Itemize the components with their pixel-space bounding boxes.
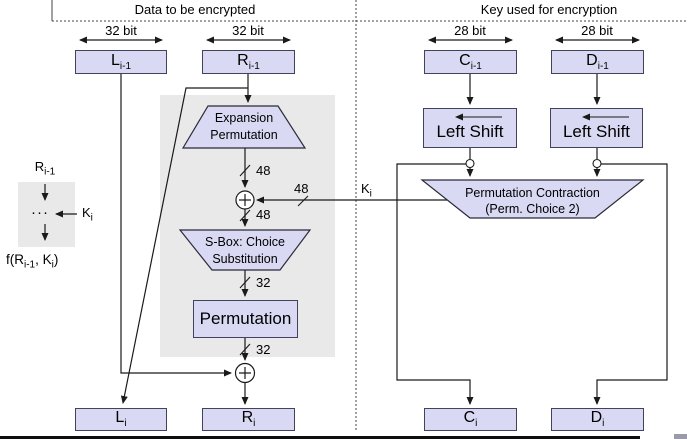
register-r-next-label: R <box>241 409 254 427</box>
left-shift-box-2: Left Shift <box>550 108 643 148</box>
bus-label-32-sbox: 32 <box>256 275 271 290</box>
register-d-next-sub: i <box>602 418 605 430</box>
legend-dots: ··· <box>31 204 49 221</box>
register-r-next-sub: i <box>253 418 256 430</box>
register-d-next: Di <box>551 408 644 431</box>
bus-label-48-key: 48 <box>294 181 309 196</box>
subkey-main: K <box>361 181 370 196</box>
subkey-label: Ki <box>361 181 372 200</box>
register-r-prev-label: R <box>237 51 249 69</box>
register-d-next-label: D <box>590 409 603 427</box>
register-l-prev: Li-1 <box>75 50 167 74</box>
register-c-next: Ci <box>424 408 517 431</box>
register-d-prev-label: D <box>586 51 598 69</box>
register-r-prev-sub: i-1 <box>248 61 260 73</box>
left-shift-box-1: Left Shift <box>423 108 517 148</box>
register-l-next-sub: i <box>124 418 127 430</box>
legend-f-p3: i <box>51 259 54 271</box>
bit-width-label-r: 32 bit <box>232 23 264 38</box>
legend-input-main: R <box>34 159 45 174</box>
branch-nodes <box>465 158 602 169</box>
sbox-line1: S-Box: Choice <box>205 235 285 249</box>
legend-key-main: K <box>82 205 91 220</box>
bus-label-32-perm: 32 <box>256 342 271 357</box>
register-l-next: Li <box>75 408 167 431</box>
register-c-prev-sub: i-1 <box>470 61 482 73</box>
perm-contraction-line1: Permutation Contraction <box>465 186 600 200</box>
register-l-prev-sub: i-1 <box>119 61 132 73</box>
register-d-prev-sub: i-1 <box>597 61 609 73</box>
legend-f-p4: ) <box>53 252 59 267</box>
bit-width-label-d: 28 bit <box>581 23 613 38</box>
legend-f-label: f(Ri-1, Ki) <box>6 252 58 271</box>
register-c-next-sub: i <box>475 418 478 430</box>
perm-contraction-label: Permutation Contraction (Perm. Choice 2) <box>422 185 643 217</box>
permutation-box: Permutation <box>193 300 298 338</box>
bit-width-label-c: 28 bit <box>454 23 486 38</box>
permutation-label: Permutation <box>199 309 292 328</box>
left-shift-1-label: Left Shift <box>436 122 504 141</box>
expansion-line2: Permutation <box>210 128 278 142</box>
register-c-prev-label: C <box>459 51 471 69</box>
left-shift-2-label: Left Shift <box>562 122 631 141</box>
xor-feistel-icon <box>234 362 256 384</box>
legend-key-sub: i <box>90 212 93 224</box>
perm-contraction-line2: (Perm. Choice 2) <box>485 202 580 216</box>
bus-label-48-xor: 48 <box>256 207 271 222</box>
legend-input-sub: i-1 <box>44 166 56 178</box>
legend-f-p0: f(R <box>6 252 24 267</box>
bus-label-48-expansion: 48 <box>256 163 271 178</box>
bit-width-label-l: 32 bit <box>105 23 137 38</box>
legend-key-label: Ki <box>82 205 93 224</box>
legend-f-p2: , K <box>35 252 52 267</box>
register-l-prev-label: L <box>110 51 120 69</box>
section-title-data: Data to be encrypted <box>134 2 256 17</box>
bottom-corner-mark <box>674 434 687 439</box>
register-l-next-label: L <box>115 409 125 427</box>
sbox-label: S-Box: Choice Substitution <box>180 234 310 268</box>
expansion-permutation-label: Expansion Permutation <box>183 110 305 144</box>
subkey-sub: i <box>369 188 372 200</box>
register-r-prev: Ri-1 <box>202 50 295 74</box>
register-r-next: Ri <box>202 408 295 431</box>
sbox-line2: Substitution <box>212 252 278 266</box>
legend-input-label: Ri-1 <box>20 159 70 178</box>
legend-f-p1: i-1 <box>24 259 36 271</box>
register-c-prev: Ci-1 <box>424 50 517 74</box>
section-title-key: Key used for encryption <box>480 2 618 17</box>
register-d-prev: Di-1 <box>551 50 644 74</box>
expansion-line1: Expansion <box>214 111 274 125</box>
register-c-next-label: C <box>463 409 476 427</box>
